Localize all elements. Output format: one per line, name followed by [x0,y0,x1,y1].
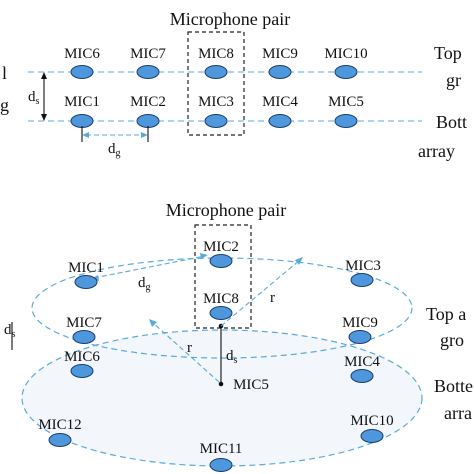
mic5-label: MIC5 [328,94,364,110]
top-dg-label: dg [108,141,121,159]
bottom-array-label-2: array [418,141,455,161]
mic6 [70,65,94,79]
ring-mic7-label: MIC7 [66,315,102,331]
ring-mic5-label: MIC5 [233,377,269,393]
ring-mic9-label: MIC9 [342,315,378,331]
left-ds-label: ds [4,322,16,340]
ring-mic6 [70,364,94,378]
mic9 [268,65,292,79]
ring-mic9 [348,330,372,344]
bottom-ellipse-fill [22,330,422,466]
mic10 [334,65,358,79]
dg-arc-line [93,255,206,279]
mic9-label: MIC9 [262,46,298,62]
ds-arrow-down [41,114,47,121]
mic4-label: MIC4 [262,94,298,110]
mic6-label: MIC6 [64,46,100,62]
bottom-diagram-title: Microphone pair [166,200,286,220]
top-array-label-1: Top [434,43,462,63]
dg-arrow-left [82,132,89,138]
bottom-dg-label: dg [138,275,151,293]
ring-mic1 [74,275,98,289]
ring-mic12-label: MIC12 [38,417,81,433]
ring-mic11 [209,458,233,472]
ring-mic10-label: MIC10 [350,413,393,429]
radius-label-top: r [270,290,275,306]
top-pair-box [187,31,245,136]
bottom-array-label-1: Bott [436,112,467,132]
radius-arrow-bottom [151,321,220,383]
mic1-label: MIC1 [64,94,100,110]
mic7 [136,65,160,79]
mic8 [204,65,228,79]
ring-mic4 [350,369,374,383]
mic4 [268,114,292,128]
ring-mic6-label: MIC6 [64,349,100,365]
mic3 [204,114,228,128]
linear-array-diagram: Microphone pair MIC6 MIC7 MIC8 MIC9 MIC1… [0,9,467,161]
mic3-label: MIC3 [198,94,234,110]
ring-mic3-label: MIC3 [345,258,381,274]
ring-mic11-label: MIC11 [200,441,243,457]
ring-mic4-label: MIC4 [344,354,380,370]
mic2 [136,114,160,128]
mic5 [334,114,358,128]
radius-label-bottom: r [187,340,192,356]
dg-arc-head-right [200,253,208,259]
dg-arrow-right [141,132,148,138]
top-ds-label: ds [28,89,40,107]
pair-mic8-label: MIC8 [203,291,239,307]
left-fragment-1: l [2,63,7,83]
ring-mic10 [360,429,384,443]
circ-bottom-array-label-1: Botte [434,376,473,396]
ring-mic12 [48,433,72,447]
mic10-label: MIC10 [324,46,367,62]
ring-mic1-label: MIC1 [68,260,104,276]
mic8-label: MIC8 [198,46,234,62]
ring-mic7 [72,330,96,344]
circ-top-array-label-2: gro [440,330,464,350]
radius-arrow-top [220,259,301,327]
pair-mic2-label: MIC2 [203,239,239,255]
pair-mic8 [209,306,233,320]
bottom-pair-box [194,224,252,329]
mic1 [70,114,94,128]
mic7-label: MIC7 [130,46,166,62]
circular-array-diagram: Microphone pair ds r r dg ds MIC2 MIC8 [4,200,473,472]
bottom-ds-label: ds [226,348,238,366]
mic2-label: MIC2 [130,94,166,110]
radius-arrow-bottom-head [149,319,157,327]
radius-arrow-top-head [295,257,303,265]
circ-bottom-array-label-2: arra [444,403,472,423]
circ-top-array-label-1: Top a [426,304,466,324]
ring-mic3 [350,273,374,287]
pair-mic2 [209,254,233,268]
top-array-label-2: gr [446,70,461,90]
bottom-center-dot [218,381,224,387]
ds-arrow-up [41,72,47,79]
left-fragment-2: g [0,95,9,115]
top-diagram-title: Microphone pair [170,9,290,29]
